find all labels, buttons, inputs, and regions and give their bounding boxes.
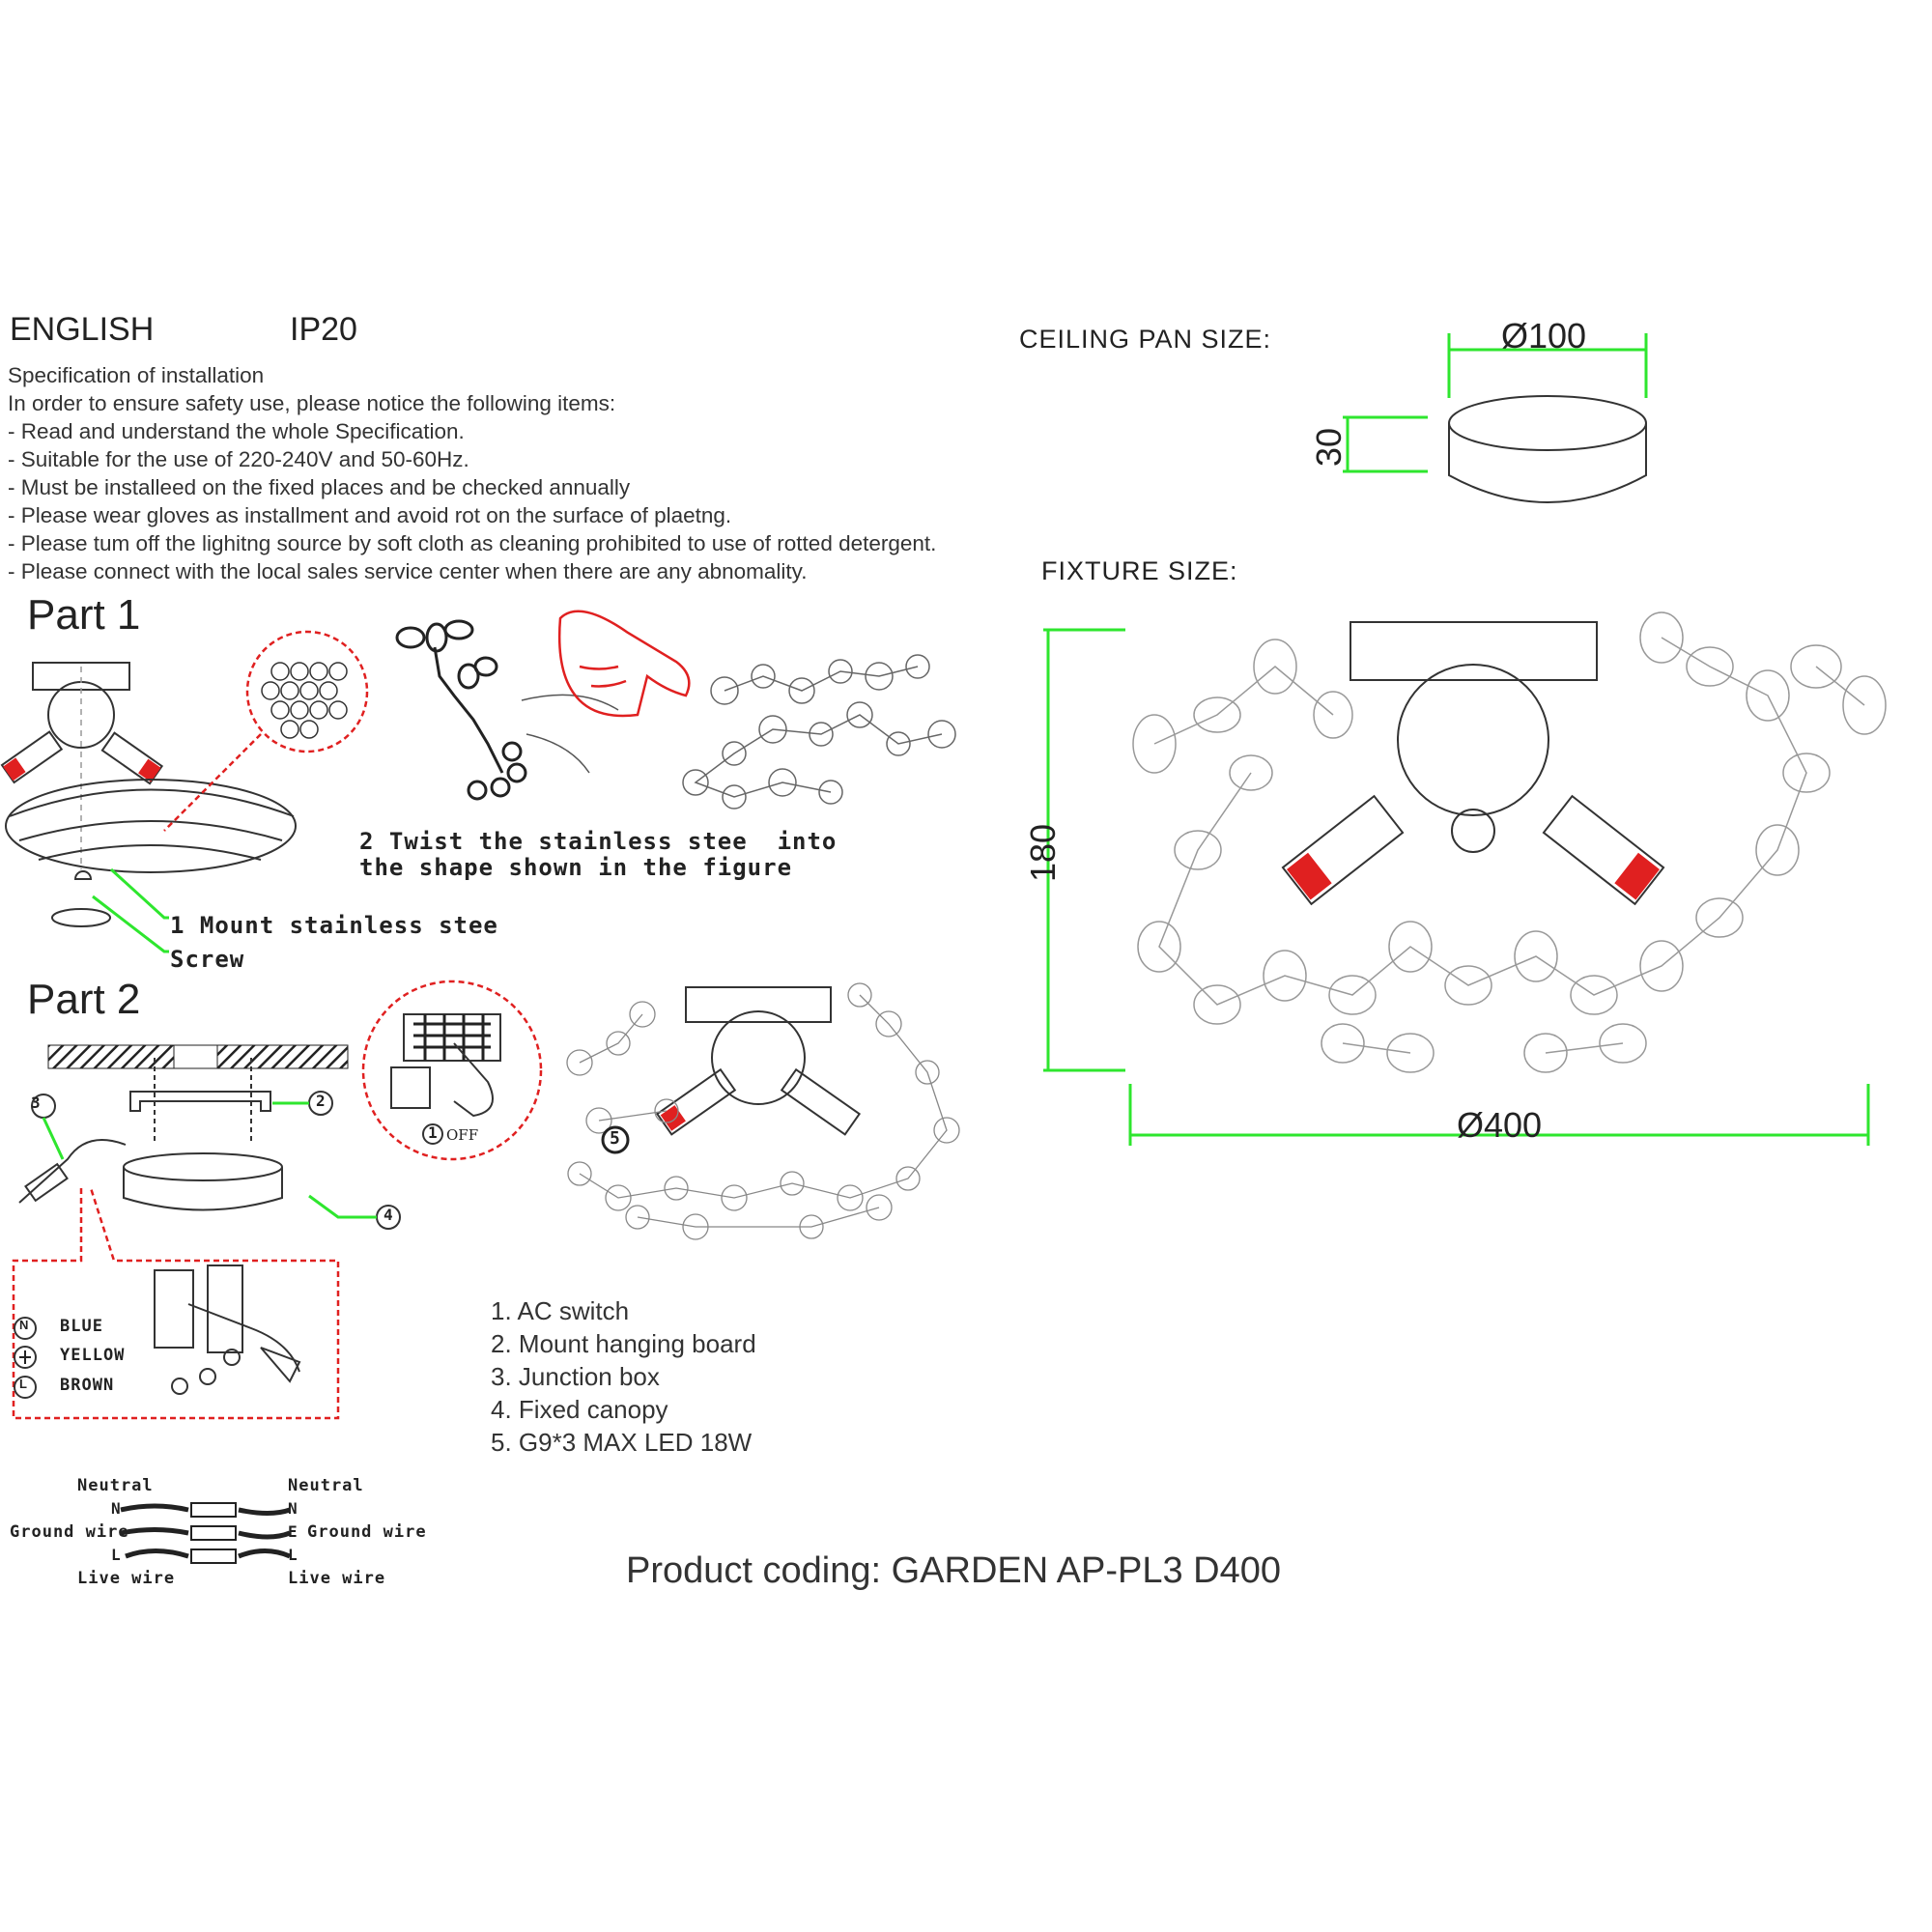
- spec-item: - Must be installeed on the fixed places…: [8, 475, 631, 499]
- part1-step1: 1 Mount stainless stee: [170, 912, 498, 939]
- spec-title: Specification of installation: [8, 363, 265, 387]
- terminal-e-right: E: [288, 1522, 298, 1541]
- live-left: Live wire: [77, 1569, 176, 1588]
- terminal-n-right: N: [288, 1499, 298, 1518]
- terminal-l-left: L: [111, 1546, 122, 1564]
- fixture-diameter: Ø400: [1457, 1105, 1543, 1145]
- neutral-right: Neutral: [288, 1476, 364, 1495]
- fixture-height: 180: [1023, 823, 1064, 883]
- ground-right: Ground wire: [307, 1522, 427, 1542]
- legend-item: 4. Fixed canopy: [491, 1395, 668, 1424]
- product-coding: Product coding: GARDEN AP-PL3 D400: [626, 1550, 1282, 1591]
- callout-4: 4: [384, 1206, 394, 1224]
- wire-yellow: YELLOW: [60, 1346, 126, 1365]
- legend-list: 1. AC switch 2. Mount hanging board 3. J…: [491, 1294, 756, 1459]
- part1-title: Part 1: [27, 591, 141, 639]
- spec-item: - Read and understand the whole Specific…: [8, 419, 465, 443]
- callout-2: 2: [316, 1092, 327, 1110]
- part1-step2-line1: 2 Twist the stainless stee into: [359, 828, 838, 855]
- ground-left: Ground wire: [10, 1522, 129, 1542]
- part1-step2-line2: the shape shown in the figure: [359, 854, 793, 881]
- callout-3: 3: [31, 1094, 42, 1112]
- ceiling-diameter: Ø100: [1501, 316, 1587, 355]
- spec-item: - Please tum off the lighitng source by …: [8, 531, 937, 555]
- ip-rating: IP20: [290, 311, 357, 348]
- terminal-l-right: L: [288, 1546, 298, 1564]
- legend-item: 1. AC switch: [491, 1296, 630, 1325]
- wire-brown: BROWN: [60, 1376, 115, 1395]
- part2-title: Part 2: [27, 976, 141, 1023]
- spec-item: - Please wear gloves as installment and …: [8, 503, 732, 527]
- spec-block: Specification of installation In order t…: [8, 361, 936, 585]
- legend-item: 3. Junction box: [491, 1362, 660, 1391]
- neutral-left: Neutral: [77, 1476, 154, 1495]
- spec-item: - Suitable for the use of 220-240V and 5…: [8, 447, 469, 471]
- spec-item: - Please connect with the local sales se…: [8, 559, 808, 583]
- live-right: Live wire: [288, 1569, 386, 1588]
- spec-intro: In order to ensure safety use, please no…: [8, 391, 616, 415]
- symbol-l: L: [19, 1377, 27, 1391]
- part1-screw: Screw: [170, 946, 245, 973]
- ceiling-pan-label: CEILING PAN SIZE:: [1019, 325, 1272, 354]
- symbol-n: N: [19, 1318, 29, 1332]
- off-label: OFF: [446, 1126, 479, 1144]
- legend-item: 5. G9*3 MAX LED 18W: [491, 1428, 753, 1457]
- callout-1: 1: [428, 1123, 439, 1142]
- legend-item: 2. Mount hanging board: [491, 1329, 756, 1358]
- callout-5: 5: [610, 1128, 621, 1149]
- wire-blue: BLUE: [60, 1317, 103, 1336]
- fixture-size-label: FIXTURE SIZE:: [1041, 556, 1238, 585]
- language-label: ENGLISH: [10, 311, 155, 348]
- ceiling-height: 30: [1309, 427, 1350, 468]
- terminal-n-left: N: [111, 1499, 122, 1518]
